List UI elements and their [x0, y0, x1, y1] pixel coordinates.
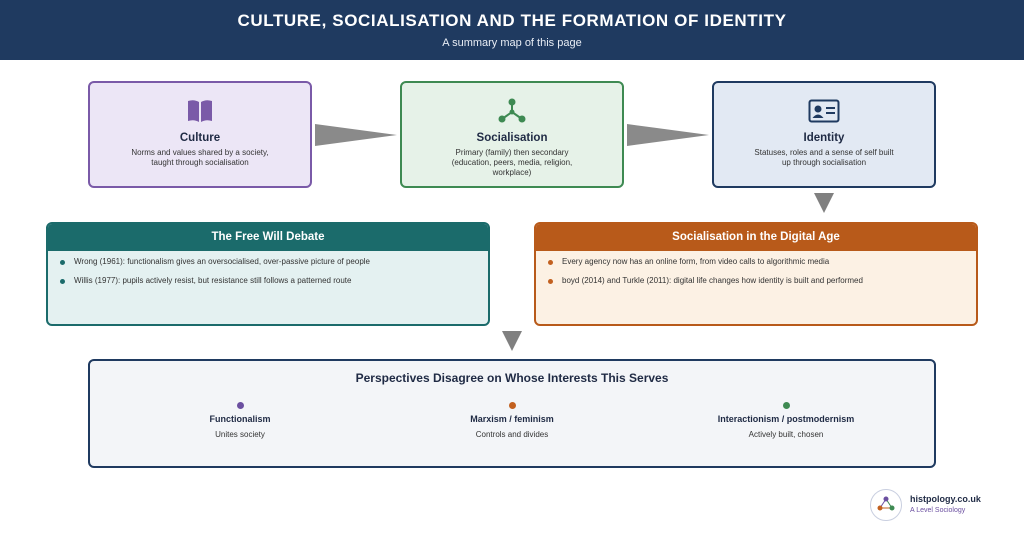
- arrow-identity-down: [814, 193, 834, 213]
- identity-box: Identity Statuses, roles and a sense of …: [712, 81, 936, 188]
- perspectives-box: Perspectives Disagree on Whose Interests…: [88, 359, 936, 468]
- socialisation-title: Socialisation: [476, 132, 548, 144]
- book-icon: [90, 97, 310, 125]
- perspective-name: Marxism / feminism: [470, 414, 554, 424]
- bullet-icon: [548, 260, 553, 265]
- digital-age-title: Socialisation in the Digital Age: [536, 224, 976, 251]
- perspectives-title: Perspectives Disagree on Whose Interests…: [355, 371, 669, 385]
- site-logo[interactable]: histpology.co.uk A Level Sociology: [870, 489, 990, 521]
- list-item-text: Wrong (1961): functionalism gives an ove…: [74, 257, 371, 266]
- socialisation-desc: Primary (family) then secondary (educati…: [451, 148, 573, 177]
- perspective-desc: Actively built, chosen: [748, 430, 824, 439]
- arrow-socialisation-to-identity: [627, 124, 709, 146]
- logo-tagline: A Level Sociology: [910, 507, 966, 514]
- dot-icon: [508, 402, 516, 409]
- page-title: CULTURE, SOCIALISATION AND THE FORMATION…: [237, 11, 787, 30]
- page-subtitle: A summary map of this page: [442, 37, 582, 49]
- id-card-icon: [714, 97, 934, 125]
- list-item-text: boyd (2014) and Turkle (2011): digital l…: [562, 275, 863, 285]
- culture-title: Culture: [179, 132, 221, 144]
- perspective-name: Interactionism / postmodernism: [717, 414, 855, 424]
- dot-icon: [236, 402, 244, 409]
- list-item-text: Every agency now has an online form, fro…: [562, 257, 830, 266]
- digital-age-list: Every agency now has an online form, fro…: [536, 251, 976, 286]
- page-header: CULTURE, SOCIALISATION AND THE FORMATION…: [0, 0, 1024, 60]
- perspective-marxism-feminism: Marxism / feminism Controls and divides: [402, 402, 622, 439]
- perspective-name: Functionalism: [209, 414, 271, 424]
- free-will-list: Wrong (1961): functionalism gives an ove…: [48, 251, 488, 286]
- bullet-icon: [60, 278, 65, 284]
- identity-desc: Statuses, roles and a sense of self buil…: [754, 148, 894, 167]
- list-item: Willis (1977): pupils actively resist, b…: [60, 276, 476, 287]
- culture-box: Culture Norms and values shared by a soc…: [88, 81, 312, 188]
- list-item-text: Willis (1977): pupils actively resist, b…: [74, 275, 352, 285]
- logo-network-icon: [870, 489, 902, 521]
- arrow-culture-to-socialisation: [315, 124, 397, 146]
- perspective-functionalism: Functionalism Unites society: [130, 402, 350, 439]
- list-item: Wrong (1961): functionalism gives an ove…: [60, 257, 476, 268]
- bullet-icon: [548, 278, 553, 284]
- perspective-desc: Controls and divides: [475, 430, 549, 439]
- list-item: Every agency now has an online form, fro…: [548, 257, 964, 268]
- dot-icon: [782, 402, 790, 409]
- logo-site-name: histpology.co.uk: [910, 494, 981, 504]
- free-will-panel: The Free Will Debate Wrong (1961): funct…: [46, 222, 490, 326]
- digital-age-panel: Socialisation in the Digital Age Every a…: [534, 222, 978, 326]
- bullet-icon: [60, 260, 65, 265]
- culture-desc: Norms and values shared by a society, ta…: [131, 148, 269, 167]
- identity-title: Identity: [803, 132, 845, 144]
- socialisation-box: Socialisation Primary (family) then seco…: [400, 81, 624, 188]
- free-will-title: The Free Will Debate: [48, 224, 488, 251]
- network-icon: [402, 97, 622, 125]
- list-item: boyd (2014) and Turkle (2011): digital l…: [548, 276, 964, 287]
- perspective-desc: Unites society: [215, 430, 265, 439]
- perspective-interactionism: Interactionism / postmodernism Actively …: [676, 402, 896, 439]
- arrow-to-perspectives: [502, 331, 522, 351]
